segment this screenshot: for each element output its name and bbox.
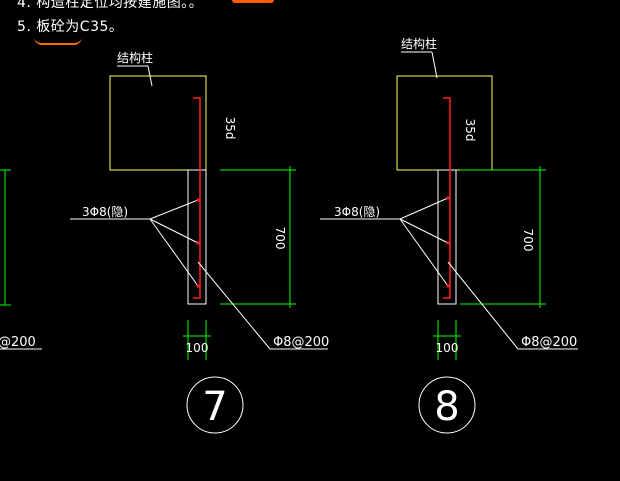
rebar-label: 3Φ8(隐)	[334, 205, 380, 219]
stirrup-label: Φ8@200	[273, 335, 329, 350]
width-dim-label: 100	[436, 341, 459, 355]
stirrup-leader	[197, 261, 271, 350]
rebar-line	[193, 97, 201, 299]
highlight-scribble	[232, 0, 274, 3]
wall-outline	[437, 169, 457, 305]
detail-number: 7	[202, 384, 227, 430]
detail-number-circle	[186, 376, 244, 434]
column-leader	[431, 51, 438, 79]
detail-8: 结构柱 35d 700 3Φ8(隐) Φ8@200 100 8	[320, 36, 578, 434]
stirrup-leader	[447, 261, 519, 350]
note-line-5: 5. 板砼为C35。	[17, 19, 124, 35]
wall-outline	[187, 169, 207, 305]
width-dim-label: 100	[186, 341, 209, 355]
handwritten-underline	[34, 37, 82, 45]
stirrup-label: Φ8@200	[521, 335, 577, 350]
detail-number: 8	[434, 384, 459, 430]
anchor-dim-label: 35d	[463, 119, 477, 142]
column-outline	[109, 75, 207, 171]
note-line-4: 4. 构造柱定位均按建施图。。	[17, 0, 204, 11]
anchor-dim-label: 35d	[223, 117, 237, 140]
partial-stirrup-label: @200	[0, 335, 36, 350]
detail-7: 结构柱 35d 700 3Φ8(隐) Φ8@200 100 7	[70, 50, 329, 434]
rebar-label: 3Φ8(隐)	[82, 205, 128, 219]
column-label: 结构柱	[117, 50, 153, 65]
length-dim-label: 700	[273, 227, 287, 250]
rebar-line	[443, 97, 451, 299]
detail-number-circle	[418, 376, 476, 434]
rebar-leader	[149, 199, 199, 220]
partial-left-detail: @200	[0, 169, 42, 350]
column-label: 结构柱	[401, 36, 437, 51]
column-leader	[147, 65, 153, 87]
length-dim-label: 700	[521, 229, 535, 252]
rebar-leader	[399, 197, 449, 220]
